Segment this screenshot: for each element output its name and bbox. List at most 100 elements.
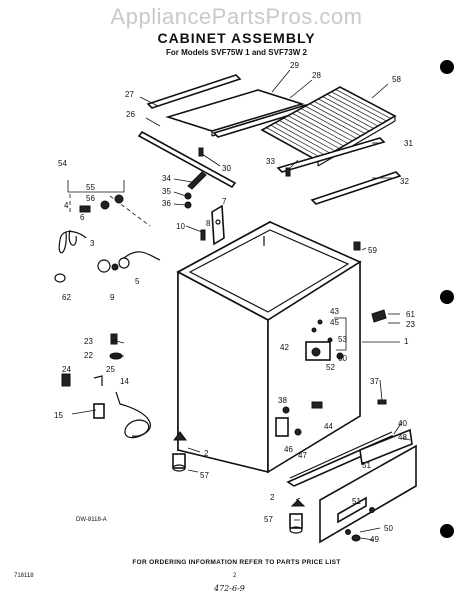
ordering-footer: FOR ORDERING INFORMATION REFER TO PARTS … bbox=[132, 559, 341, 566]
screw-37 bbox=[377, 399, 387, 405]
callout-2-left: 2 bbox=[204, 449, 209, 458]
corrugation-line bbox=[326, 93, 383, 124]
screw-49 bbox=[351, 534, 361, 542]
corrugation-line bbox=[296, 110, 353, 142]
callout-42: 42 bbox=[280, 343, 289, 352]
callout-58: 58 bbox=[392, 75, 401, 84]
callout-3: 3 bbox=[90, 239, 95, 248]
callout-5: 5 bbox=[135, 277, 140, 286]
corrugation-line bbox=[279, 120, 336, 152]
callout-53: 53 bbox=[338, 335, 347, 344]
callout-23-left: 23 bbox=[84, 337, 93, 346]
leveling-leg-left bbox=[172, 431, 187, 472]
callout-24: 24 bbox=[62, 365, 71, 374]
callout-35: 35 bbox=[162, 187, 171, 196]
callout-29: 29 bbox=[290, 61, 299, 70]
callout-14: 14 bbox=[120, 377, 129, 386]
callout-47: 47 bbox=[298, 451, 307, 460]
callout-27: 27 bbox=[125, 90, 134, 99]
callout-38: 38 bbox=[278, 396, 287, 405]
handwritten-note: 472-6-9 bbox=[214, 584, 245, 593]
callout-15: 15 bbox=[54, 411, 63, 420]
screw-59 bbox=[353, 241, 361, 251]
callout-45: 45 bbox=[330, 318, 339, 327]
clip-4 bbox=[79, 205, 91, 213]
side-rail-left bbox=[137, 130, 237, 189]
corrugation-line bbox=[305, 105, 361, 137]
callout-2-right: 2 bbox=[270, 493, 275, 502]
corrugation-line bbox=[283, 117, 340, 149]
callout-61: 61 bbox=[406, 310, 415, 319]
callout-36: 36 bbox=[162, 199, 171, 208]
callout-30: 30 bbox=[222, 164, 231, 173]
callout-62: 62 bbox=[62, 293, 71, 302]
screw-30 bbox=[198, 147, 204, 157]
callout-55: 55 bbox=[86, 183, 95, 192]
corrugation-line bbox=[313, 101, 370, 132]
page-title: CABINET ASSEMBLY bbox=[157, 30, 316, 46]
callout-26: 26 bbox=[126, 110, 135, 119]
screw-10 bbox=[200, 229, 206, 241]
punch-hole-bottom bbox=[440, 524, 454, 538]
clip-38 bbox=[282, 406, 290, 414]
callout-9: 9 bbox=[110, 293, 115, 302]
corrugation-line bbox=[270, 124, 327, 157]
leveling-leg-right bbox=[289, 499, 306, 534]
document-code: DW-8118-A bbox=[76, 517, 107, 523]
callout-48: 48 bbox=[398, 433, 407, 442]
corrugation-line bbox=[292, 112, 349, 144]
valve-56 bbox=[100, 200, 110, 210]
callout-57-left: 57 bbox=[200, 471, 209, 480]
hose-3 bbox=[58, 229, 87, 254]
callout-50: 50 bbox=[384, 524, 393, 533]
top-rail-front bbox=[146, 74, 242, 109]
callout-57-right: 57 bbox=[264, 515, 273, 524]
callout-44: 44 bbox=[324, 422, 333, 431]
valve-55 bbox=[114, 194, 124, 204]
callout-10: 10 bbox=[176, 222, 185, 231]
callout-40: 40 bbox=[398, 419, 407, 428]
corrugation-line bbox=[322, 96, 379, 127]
screw-33 bbox=[285, 167, 291, 177]
callout-labels: 29 28 58 27 26 31 30 33 32 54 55 56 4 6 … bbox=[54, 61, 415, 544]
bracket-61 bbox=[371, 309, 387, 323]
callout-7: 7 bbox=[222, 197, 227, 206]
bracket-34 bbox=[187, 171, 207, 190]
punch-hole-middle bbox=[440, 290, 454, 304]
callout-52: 52 bbox=[326, 363, 335, 372]
callout-49: 49 bbox=[370, 535, 379, 544]
callout-6: 6 bbox=[80, 213, 85, 222]
grommet-15 bbox=[93, 403, 105, 419]
plug-24 bbox=[61, 373, 71, 387]
punch-hole-top bbox=[440, 60, 454, 74]
power-cord-14 bbox=[115, 391, 151, 439]
callout-25: 25 bbox=[106, 365, 115, 374]
callout-22: 22 bbox=[84, 351, 93, 360]
corrugation-line bbox=[335, 89, 391, 119]
corrugation-line bbox=[287, 115, 344, 147]
corrugation-line bbox=[266, 127, 323, 159]
callout-31: 31 bbox=[404, 139, 413, 148]
callout-59: 59 bbox=[368, 246, 377, 255]
corrugation-line bbox=[331, 91, 387, 122]
page-number: 2 bbox=[233, 573, 237, 579]
watermark: AppliancePartsPros.com bbox=[110, 4, 363, 29]
latch-46 bbox=[275, 417, 302, 437]
rail-32 bbox=[310, 171, 402, 205]
bracket-48 bbox=[359, 428, 413, 466]
leader-lines bbox=[71, 69, 411, 541]
corrugation-line bbox=[318, 98, 374, 129]
switch-assembly-52 bbox=[305, 317, 347, 361]
callout-56: 56 bbox=[86, 194, 95, 203]
callout-54: 54 bbox=[58, 159, 67, 168]
screw-23 bbox=[110, 333, 118, 345]
corrugation-line bbox=[274, 122, 332, 154]
corrugated-top-cover bbox=[260, 86, 397, 167]
clip-25 bbox=[93, 375, 103, 386]
latch-7 bbox=[211, 204, 225, 246]
callout-60: 60 bbox=[338, 354, 347, 363]
callout-43: 43 bbox=[330, 307, 339, 316]
page-subtitle: For Models SVF75W 1 and SVF73W 2 bbox=[166, 48, 307, 57]
corrugation-line bbox=[309, 103, 366, 134]
callout-1: 1 bbox=[404, 337, 409, 346]
